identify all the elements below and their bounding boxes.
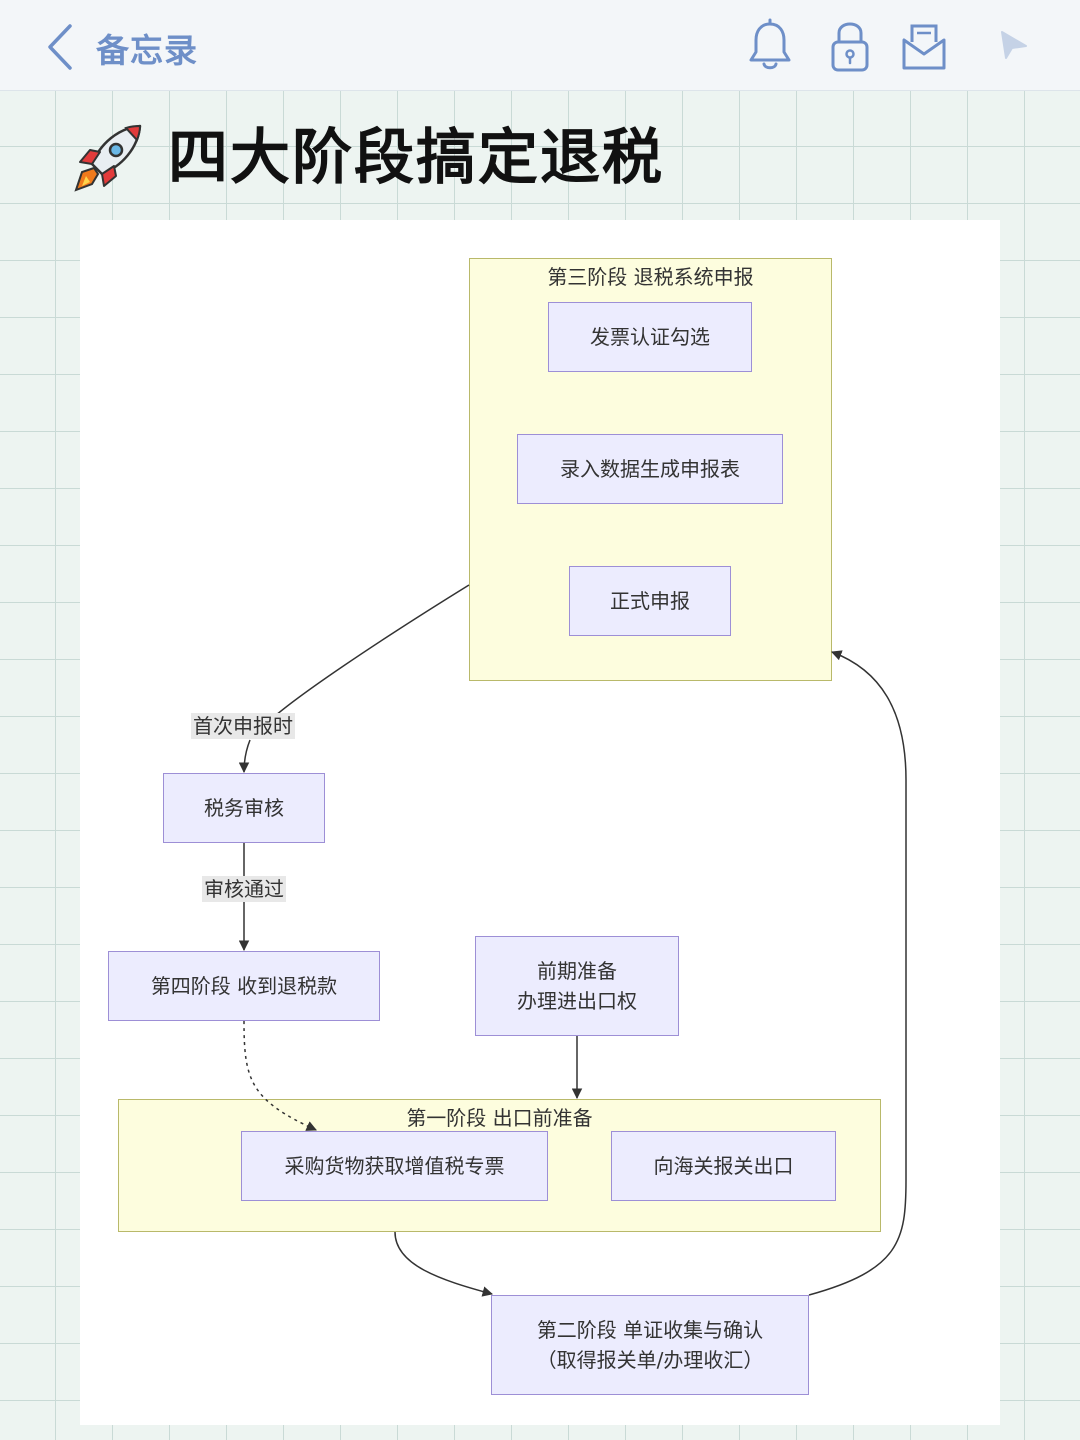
send-icon <box>1001 31 1027 59</box>
node-enter-data: 录入数据生成申报表 <box>517 434 783 504</box>
edge-stage1-to-stage2 <box>394 1231 494 1297</box>
send-button[interactable] <box>990 18 1038 74</box>
envelope-icon <box>902 24 946 70</box>
back-button[interactable] <box>40 20 84 74</box>
node-formal-declare: 正式申报 <box>569 566 731 636</box>
note-heading: 四大阶段搞定退税 <box>70 118 664 198</box>
stage3-label: 第三阶段 退税系统申报 <box>547 265 754 289</box>
share-mail-button[interactable] <box>900 18 948 74</box>
reminder-button[interactable] <box>746 18 794 74</box>
note-title: 四大阶段搞定退税 <box>168 123 664 193</box>
edge-label-to-review <box>238 739 251 774</box>
stage1-label: 第一阶段 出口前准备 <box>406 1106 593 1130</box>
node-purchase-goods: 采购货物获取增值税专票 <box>241 1131 548 1201</box>
edge-stage3-to-review <box>264 584 470 726</box>
node-stage4: 第四阶段 收到退税款 <box>108 951 380 1021</box>
node-prep: 前期准备 办理进出口权 <box>475 936 679 1036</box>
node-tax-review: 税务审核 <box>163 773 325 843</box>
edge-stage2-to-stage3 <box>808 650 907 1296</box>
flowchart-edges <box>238 584 907 1297</box>
edge-stage4-to-purchase <box>243 1020 317 1131</box>
nav-title[interactable]: 备忘录 <box>96 31 198 70</box>
top-nav-bar: 备忘录 <box>0 0 1080 91</box>
node-stage2: 第二阶段 单证收集与确认 （取得报关单/办理收汇） <box>491 1295 809 1395</box>
bell-icon <box>749 18 791 70</box>
edge-label-first-declare: 首次申报时 <box>191 713 295 739</box>
edge-label-review-pass: 审核通过 <box>202 876 286 902</box>
node-customs-export: 向海关报关出口 <box>611 1131 836 1201</box>
flowchart-canvas: 第三阶段 退税系统申报 发票认证勾选 录入数据生成申报表 正式申报 税务审核 第… <box>80 220 1000 1425</box>
lock-icon <box>831 22 869 72</box>
rocket-icon <box>74 124 142 192</box>
node-invoice-certify: 发票认证勾选 <box>548 302 752 372</box>
chevron-left-icon <box>48 24 72 70</box>
lock-button[interactable] <box>826 18 874 74</box>
